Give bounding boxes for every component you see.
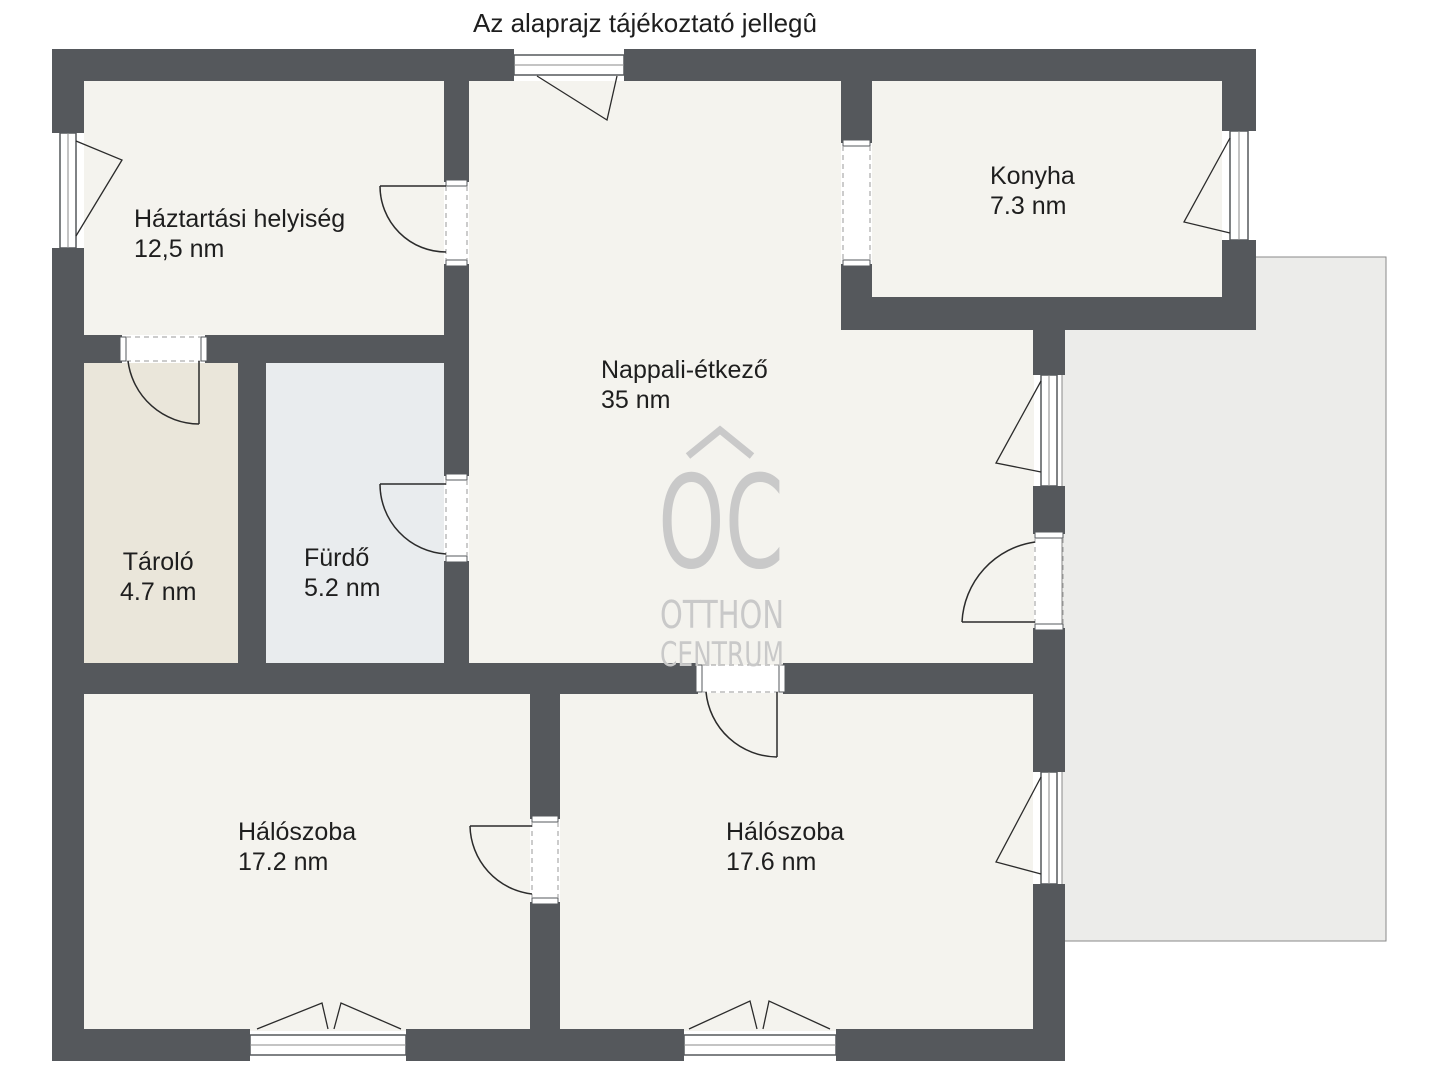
room-area: 7.3 nm [990,192,1067,220]
room-name: Konyha [990,162,1075,190]
room-label-haloszoba2: Hálószoba 17.6 nm [726,817,844,877]
room-name: Tároló [122,548,194,576]
room-label-haztartasi: Háztartási helyiség 12,5 nm [134,204,345,264]
room-name: Fürdő [304,544,370,572]
wall [1222,49,1256,131]
room-name: Hálószoba [726,818,845,846]
wall [530,902,560,1061]
disclaimer-note: Az alaprajz tájékoztató jellegû [473,8,817,38]
door-swings [127,185,1036,895]
wall [84,335,122,363]
wall [841,264,872,330]
floor-haloszoba2 [560,693,1033,1031]
wall [1033,486,1065,534]
watermark-logo [685,425,755,459]
wall [52,1029,250,1061]
room-label-nappali: Nappali-étkező 35 nm [601,355,768,415]
wall [1033,628,1065,772]
wall [444,561,469,665]
logo-roof [685,425,755,459]
room-area: 5.2 nm [304,574,381,602]
terrace [1061,256,1387,942]
door-thresholds [126,146,1064,898]
wall [836,1029,1065,1061]
room-name: Háztartási helyiség [134,205,346,233]
room-area: 12,5 nm [134,235,225,263]
room-floors [84,81,1222,1031]
wall [52,49,514,81]
logo-monogram: OC [658,449,784,598]
wall [444,81,469,182]
room-area: 4.7 nm [120,578,197,606]
wall [1033,297,1065,375]
wall [783,663,1065,694]
window-mullions [67,64,1240,1046]
wall [238,335,266,665]
room-name: Nappali-étkező [601,356,768,384]
floor-nappali-ext [841,329,1034,665]
room-label-haloszoba1: Hálószoba 17.2 nm [238,817,356,877]
room-area: 35 nm [601,386,671,414]
logo-line2: CENTRUM [660,635,784,675]
wall [52,663,698,694]
room-label-furdo: Fürdő 5.2 nm [304,543,380,603]
room-area: 17.6 nm [726,848,817,876]
room-area: 17.2 nm [238,848,329,876]
wall [52,248,84,1061]
logo-line1: OTTHON [660,593,784,637]
floor-konyha [872,81,1222,297]
room-label-konyha: Konyha 7.3 nm [990,161,1075,221]
wall [444,264,469,476]
floor-furdo [266,363,444,663]
door-jambs [119,139,1064,905]
wall [624,49,1256,81]
wall [530,663,560,819]
window-sashes [75,75,1231,1030]
floor-haloszoba1 [84,693,530,1031]
room-label-tarolo: Tároló 4.7 nm [120,547,196,607]
floor-tarolo [84,363,238,663]
walls [52,49,1256,1061]
room-name: Hálószoba [238,818,357,846]
wall [52,49,84,133]
wall [841,81,872,143]
floor-nappali [469,81,841,665]
